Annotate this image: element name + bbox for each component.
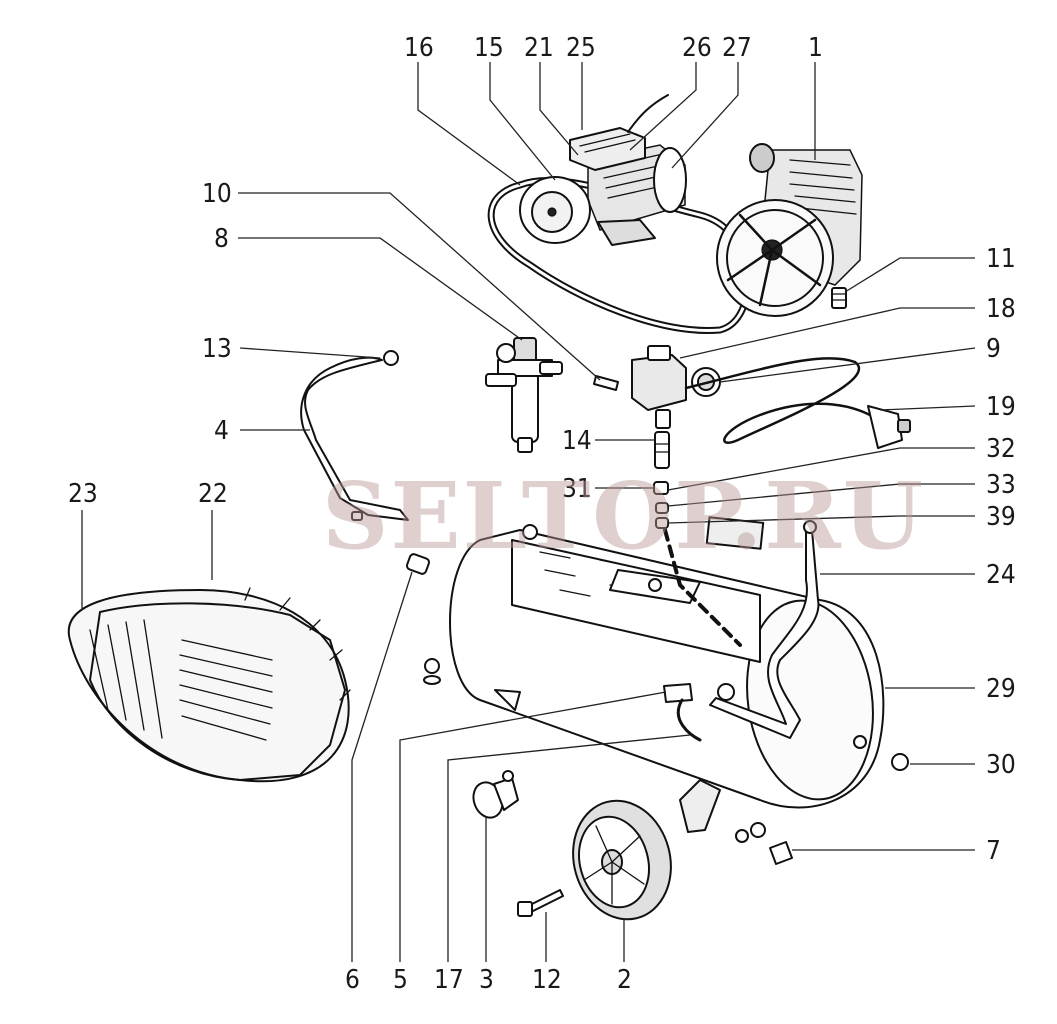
label-18: 18 — [986, 294, 1016, 324]
label-33: 33 — [986, 470, 1016, 500]
label-16: 16 — [404, 33, 434, 63]
label-1: 1 — [808, 33, 823, 63]
watermark: SELTOP.RU — [322, 462, 925, 570]
label-21: 21 — [524, 33, 554, 63]
leader-16 — [417, 62, 521, 186]
internal-pipe — [663, 528, 742, 647]
label-19: 19 — [986, 392, 1016, 422]
label-7: 7 — [986, 836, 1001, 866]
leader-39 — [667, 515, 975, 524]
filter-regulator — [485, 337, 563, 453]
label-3: 3 — [479, 965, 494, 995]
leader-19 — [879, 405, 976, 411]
label-5: 5 — [393, 965, 408, 995]
label-13: 13 — [202, 334, 232, 364]
fitting-11 — [831, 287, 847, 309]
label-27: 27 — [722, 33, 752, 63]
part-number-labels: 16 15 21 25 26 27 1 10 8 11 18 9 13 4 19… — [68, 33, 1016, 995]
label-12: 12 — [532, 965, 562, 995]
label-24: 24 — [986, 560, 1016, 590]
label-26: 26 — [682, 33, 712, 63]
leader-27 — [671, 62, 739, 169]
plug-cap — [891, 753, 909, 771]
label-32: 32 — [986, 434, 1016, 464]
label-8: 8 — [214, 224, 229, 254]
leader-9 — [719, 347, 976, 383]
label-30: 30 — [986, 750, 1016, 780]
label-25: 25 — [566, 33, 596, 63]
leader-13 — [239, 347, 381, 359]
label-15: 15 — [474, 33, 504, 63]
leader-8 — [238, 237, 523, 341]
leader-15 — [489, 62, 556, 181]
safety-valve — [769, 841, 793, 865]
delivery-pipe — [709, 520, 820, 739]
caster-wheel — [472, 770, 519, 819]
label-23: 23 — [68, 479, 98, 509]
label-6: 6 — [345, 965, 360, 995]
nipple-fitting — [654, 431, 670, 469]
label-39: 39 — [986, 502, 1016, 532]
label-14: 14 — [562, 426, 592, 456]
rating-plate — [705, 516, 765, 550]
power-cable — [684, 357, 911, 449]
leader-11 — [844, 257, 975, 293]
belt-guard — [67, 587, 351, 783]
wheel — [572, 799, 672, 921]
leader-5 — [399, 691, 667, 962]
label-2: 2 — [617, 965, 632, 995]
label-10: 10 — [202, 179, 232, 209]
leader-17 — [447, 734, 691, 962]
label-9: 9 — [986, 334, 1001, 364]
leader-21 — [539, 62, 579, 156]
leader-26 — [629, 62, 697, 151]
leader-18 — [679, 307, 975, 359]
drain-plug — [405, 553, 431, 575]
drain-valve — [663, 683, 735, 742]
label-11: 11 — [986, 244, 1016, 274]
electric-motor — [519, 94, 687, 246]
handle — [300, 350, 409, 521]
air-tank — [449, 524, 885, 833]
leader-10 — [238, 192, 601, 381]
axle-bolt — [517, 889, 564, 917]
leader-32 — [667, 447, 975, 491]
label-17: 17 — [434, 965, 464, 995]
label-4: 4 — [214, 416, 229, 446]
label-22: 22 — [198, 479, 228, 509]
label-31: 31 — [562, 474, 592, 504]
compressor-pump — [716, 143, 863, 317]
pressure-switch — [631, 345, 721, 429]
leader-33 — [667, 483, 975, 507]
nuts — [423, 658, 766, 843]
leader-6 — [351, 571, 413, 962]
label-29: 29 — [986, 674, 1016, 704]
leader-lines — [81, 62, 976, 962]
